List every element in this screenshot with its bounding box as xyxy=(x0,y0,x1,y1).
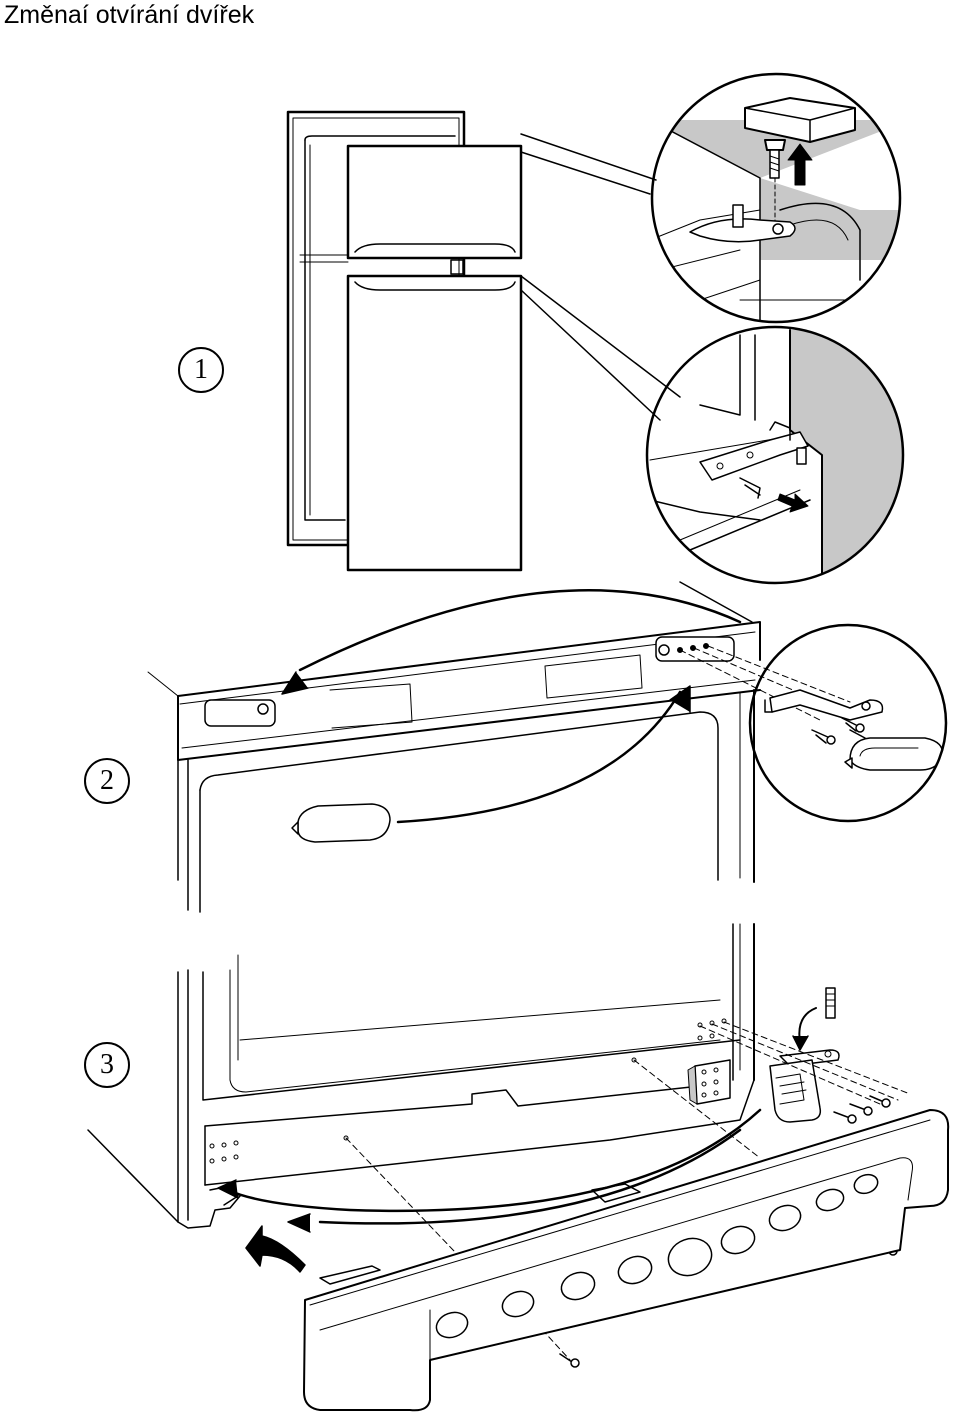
step-3-bracket xyxy=(770,988,839,1122)
page-title: Změnaí otvírání dvířek xyxy=(4,1,255,29)
step-3-kick-plate xyxy=(304,1110,948,1410)
step-2-door-top xyxy=(148,582,760,912)
step-2-badge: 2 xyxy=(84,758,130,804)
step-1-badge: 1 xyxy=(178,347,224,393)
step-2-hinge-detail xyxy=(750,625,946,821)
step-3-screws xyxy=(560,1096,897,1367)
step-3-badge: 3 xyxy=(84,1042,130,1088)
step-1-fridge xyxy=(288,112,521,570)
middle-hinge-detail xyxy=(647,327,910,583)
top-hinge-detail xyxy=(650,74,920,330)
